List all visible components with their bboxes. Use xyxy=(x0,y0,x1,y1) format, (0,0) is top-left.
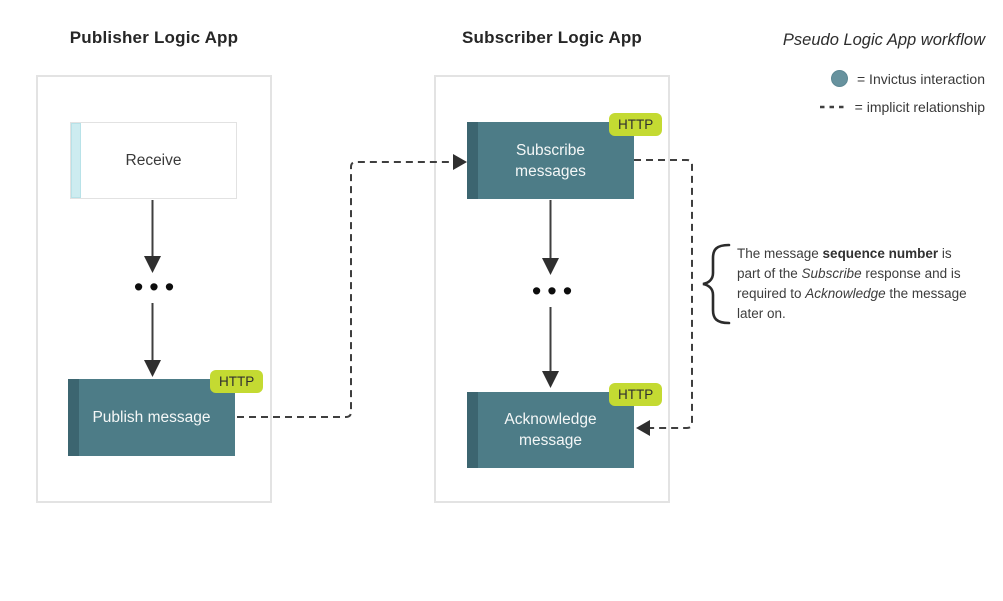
invictus-stripe xyxy=(68,379,79,456)
annotation-segment: is xyxy=(938,246,952,261)
publisher-lane: Receive Publish message HTTP xyxy=(36,75,272,503)
annotation-segment: the message xyxy=(885,286,967,301)
http-badge: HTTP xyxy=(609,383,663,406)
annotation-note: The message sequence number is part of t… xyxy=(737,244,997,324)
legend-item-label: = Invictus interaction xyxy=(856,70,985,87)
publisher-title: Publisher Logic App xyxy=(69,28,239,47)
acknowledge-message-label: Acknowledge message xyxy=(504,411,597,449)
dashed-line-icon xyxy=(819,105,846,109)
annotation-segment: sequence number xyxy=(822,246,939,261)
annotation-segment: part of the xyxy=(737,266,802,281)
subscribe-messages-step: Subscribe messages xyxy=(467,122,634,199)
receive-step: Receive xyxy=(70,122,237,199)
ellipsis-icon: ••• xyxy=(133,272,181,302)
legend-item-implicit: = implicit relationship xyxy=(819,99,985,115)
subscriber-lane: Subscribe messages HTTP Acknowledge mess… xyxy=(434,75,670,503)
trigger-stripe xyxy=(71,123,81,198)
legend-item-label: = implicit relationship xyxy=(854,99,985,115)
invictus-dot-icon xyxy=(830,70,848,87)
curly-brace-icon xyxy=(702,243,731,325)
publish-message-step: Publish message xyxy=(68,379,235,456)
publish-message-label: Publish message xyxy=(92,409,211,426)
annotation-line: The message sequence number is xyxy=(737,244,997,264)
annotation-line: part of the Subscribe response and is xyxy=(737,264,997,284)
annotation-segment: later on. xyxy=(737,306,786,321)
subscribe-messages-label: Subscribe messages xyxy=(515,141,586,180)
subscriber-title: Subscriber Logic App xyxy=(461,28,642,47)
http-badge: HTTP xyxy=(210,370,264,393)
annotation-segment: required to xyxy=(737,286,806,301)
annotation-segment: The message xyxy=(737,246,823,261)
invictus-stripe xyxy=(467,392,478,468)
receive-label: Receive xyxy=(125,152,182,169)
legend-title: Pseudo Logic App workflow xyxy=(782,31,985,49)
legend-item-invictus: = Invictus interaction xyxy=(830,70,985,87)
annotation-line: later on. xyxy=(737,304,997,324)
invictus-stripe xyxy=(467,122,478,199)
annotation-segment: Subscribe xyxy=(801,266,862,281)
acknowledge-message-step: Acknowledge message xyxy=(467,392,634,468)
annotation-segment: response and is xyxy=(861,266,961,281)
annotation-segment: Acknowledge xyxy=(805,286,886,301)
annotation-line: required to Acknowledge the message xyxy=(737,284,997,304)
ellipsis-icon: ••• xyxy=(531,276,579,306)
http-badge: HTTP xyxy=(609,113,663,136)
